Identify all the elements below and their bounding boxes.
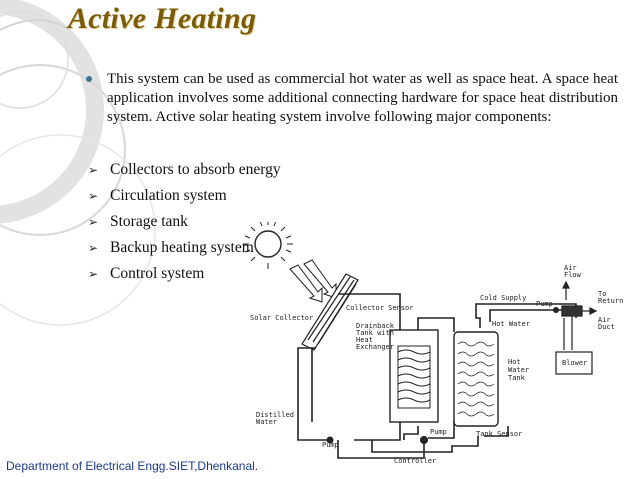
pump-top-label: Pump: [536, 300, 553, 308]
component-label: Circulation system: [110, 187, 227, 204]
air-flow-label-line2: Flow: [564, 271, 582, 279]
air-duct: [555, 280, 598, 375]
component-label: Control system: [110, 265, 205, 282]
to-return-label-line2: Return: [598, 297, 623, 305]
list-item: ➢ Storage tank: [88, 212, 281, 238]
pump-bottom-mid-label: Pump: [430, 428, 447, 436]
footer-text: Department of Electrical Engg.SIET,Dhenk…: [6, 459, 259, 473]
arrowhead-bullet-icon: ➢: [88, 163, 99, 177]
drainback-label-line4: Exchanger: [356, 343, 394, 351]
distilled-water-label-line1: Distilled: [256, 411, 294, 419]
hot-water-tank-label-line2: Water: [508, 366, 529, 374]
component-label: Backup heating system: [110, 239, 254, 256]
collector-sensor-label: Collector Sensor: [346, 304, 413, 312]
slide-title: Active Heating: [68, 2, 257, 35]
blower-label: Blower: [562, 359, 587, 367]
distilled-water-label-line2: Water: [256, 418, 277, 426]
list-item: ➢ Collectors to absorb energy: [88, 160, 281, 186]
arrowhead-bullet-icon: ➢: [88, 215, 99, 229]
solar-heating-diagram: Solar Collector Collector Sensor Drainba…: [243, 222, 623, 465]
list-item: ➢ Control system: [88, 264, 281, 290]
air-flow-label-line1: Air: [564, 264, 577, 272]
hot-water-tank-label-line3: Tank: [508, 374, 526, 382]
component-label: Collectors to absorb energy: [110, 161, 281, 178]
hot-water-tank: [453, 331, 499, 427]
air-duct-label-line1: Air: [598, 316, 611, 324]
hot-water-tank-label-line1: Hot: [508, 358, 521, 366]
arrowhead-bullet-icon: ➢: [88, 267, 99, 281]
air-duct-label-line2: Duct: [598, 323, 615, 331]
list-item: ➢ Circulation system: [88, 186, 281, 212]
controller-label: Controller: [394, 457, 436, 465]
arrowhead-bullet-icon: ➢: [88, 189, 99, 203]
cold-supply-label: Cold Supply: [480, 294, 526, 302]
sun-icon: [243, 222, 293, 269]
hot-water-label: Hot Water: [492, 320, 530, 328]
drainback-label-line3: Heat: [356, 336, 373, 344]
tank-sensor-label: Tank Sensor: [476, 430, 522, 438]
component-label: Storage tank: [110, 213, 188, 230]
drainback-label-line1: Drainback: [356, 322, 395, 330]
drainback-tank: [389, 329, 439, 423]
list-item: ➢ Backup heating system: [88, 238, 281, 264]
component-list: ➢ Collectors to absorb energy ➢ Circulat…: [88, 160, 281, 290]
round-bullet-icon: [86, 76, 92, 82]
drainback-label-line2: Tank with: [356, 329, 394, 337]
arrowhead-bullet-icon: ➢: [88, 241, 99, 255]
pump-bottom-left-label: Pump: [322, 441, 339, 449]
pump-icons: [326, 307, 559, 444]
main-bullet: This system can be used as commercial ho…: [86, 70, 618, 127]
to-return-label-line1: To: [598, 290, 606, 298]
sunray-arrows: [289, 259, 337, 303]
solar-collector-label: Solar Collector: [250, 314, 313, 322]
main-bullet-text: This system can be used as commercial ho…: [107, 71, 618, 125]
